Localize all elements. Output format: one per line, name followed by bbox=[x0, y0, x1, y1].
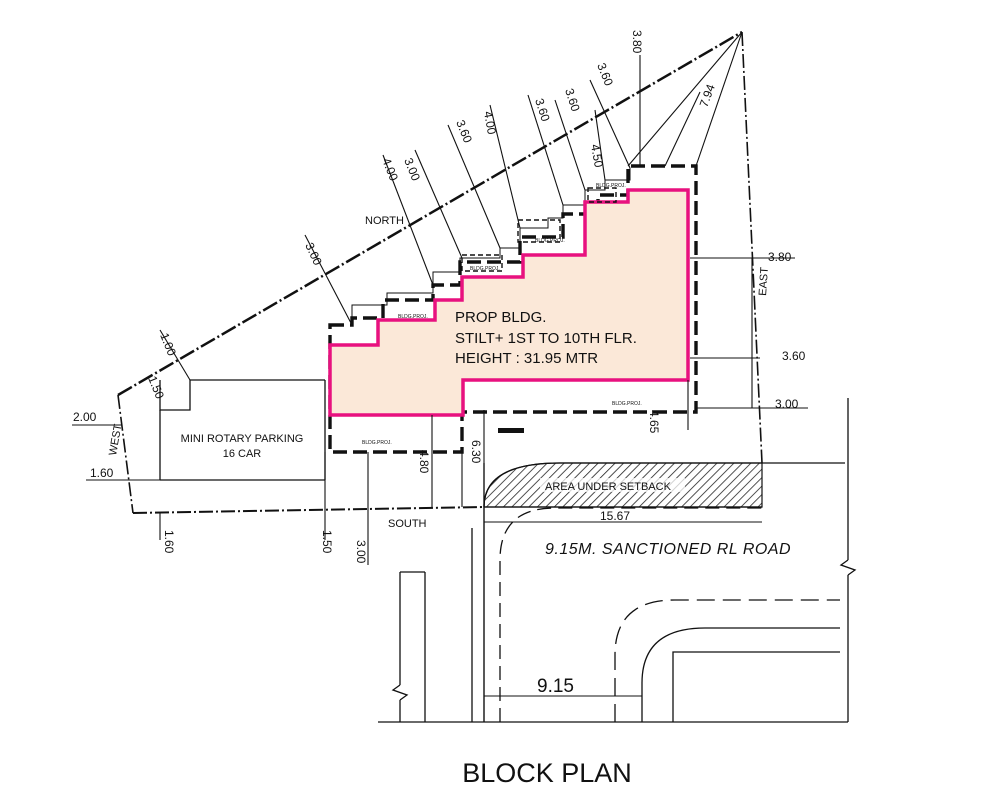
dim-north-1: 3.00 bbox=[302, 240, 325, 267]
label-west: WEST bbox=[107, 423, 124, 457]
dim-north-11: 7.94 bbox=[697, 82, 718, 109]
dim-south-5: 6.30 bbox=[469, 440, 483, 464]
bldg-proj-label-1: BLDG.PROJ. bbox=[470, 266, 500, 272]
dim-east-3: 3.00 bbox=[775, 397, 799, 411]
parking-capacity: 16 CAR bbox=[223, 448, 262, 460]
parking-area bbox=[159, 379, 326, 481]
dim-south-4: 4.80 bbox=[417, 450, 431, 474]
north-dimension-lines bbox=[159, 31, 743, 381]
dim-north-4: 3.60 bbox=[453, 118, 475, 145]
building-projection-inner bbox=[351, 168, 631, 318]
dim-south-2: 1.50 bbox=[320, 530, 334, 554]
dim-west-4: 1.60 bbox=[90, 466, 114, 480]
bldg-proj-label-2: BLDG.PROJ. bbox=[398, 314, 428, 320]
dim-west-1: 1.00 bbox=[157, 331, 179, 358]
drawing-title: BLOCK PLAN bbox=[462, 758, 632, 788]
dim-north-6: 3.60 bbox=[532, 97, 553, 124]
dim-north-5: 4.00 bbox=[481, 110, 499, 136]
bldg-proj-label-6: BLDG.PROJ. bbox=[362, 440, 392, 446]
setback-label: AREA UNDER SETBACK bbox=[545, 481, 672, 493]
label-south: SOUTH bbox=[388, 518, 427, 530]
dim-north-7: 3.60 bbox=[562, 87, 583, 114]
label-east: EAST bbox=[757, 266, 771, 296]
bldg-proj-label-5: BLDG.PROJ. bbox=[612, 401, 642, 407]
building-height: HEIGHT : 31.95 MTR bbox=[455, 350, 598, 367]
dim-south-1: 1.60 bbox=[162, 530, 176, 554]
dim-south-3: 3.00 bbox=[354, 540, 368, 564]
bldg-proj-label-3: BLDG.PROJ. bbox=[535, 238, 565, 244]
dim-north-8: 4.50 bbox=[588, 143, 606, 169]
dim-south-6: 4.65 bbox=[647, 410, 661, 434]
road-width: 9.15 bbox=[537, 676, 574, 697]
bldg-proj-label-4: BLDG.PROJ. bbox=[596, 183, 626, 189]
road-frontage: 15.67 bbox=[600, 509, 630, 523]
proposed-building bbox=[328, 188, 690, 417]
dim-east-1: 3.80 bbox=[768, 250, 792, 264]
road-name: 9.15M. SANCTIONED RL ROAD bbox=[545, 541, 791, 558]
other-dimension-lines bbox=[72, 257, 808, 697]
dim-west-3: 2.00 bbox=[73, 410, 97, 424]
building-floors: STILT+ 1ST TO 10TH FLR. bbox=[455, 330, 637, 347]
dim-west-2: 1.50 bbox=[145, 374, 167, 401]
dim-north-2: 4.00 bbox=[379, 156, 401, 183]
dim-north-10: 3.80 bbox=[630, 30, 644, 54]
road-area bbox=[378, 398, 857, 723]
dim-east-2: 3.60 bbox=[782, 349, 806, 363]
dim-north-9: 3.60 bbox=[594, 61, 616, 88]
building-projection-outline bbox=[328, 164, 698, 454]
projection-details bbox=[461, 187, 617, 272]
label-north: NORTH bbox=[365, 215, 404, 227]
entrance-marker bbox=[498, 428, 524, 433]
parking-title: MINI ROTARY PARKING bbox=[181, 433, 304, 445]
building-name: PROP BLDG. bbox=[455, 309, 546, 326]
